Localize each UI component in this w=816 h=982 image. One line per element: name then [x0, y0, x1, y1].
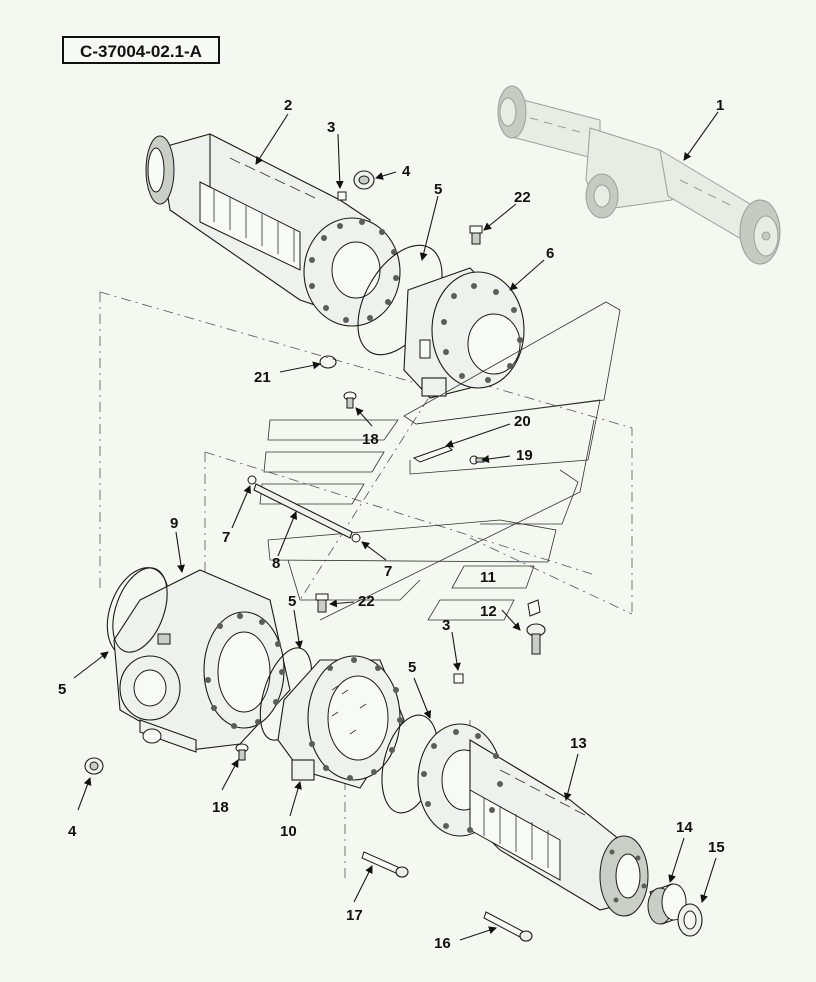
callout-15: 15 [708, 839, 725, 856]
callout-5-left: 5 [58, 681, 66, 698]
plug-4-bottom [84, 757, 104, 775]
differential-housing-9 [106, 567, 291, 753]
callout-3-bottom: 3 [442, 617, 450, 634]
callout-4-bottom: 4 [68, 823, 77, 840]
callout-19: 19 [516, 447, 533, 464]
callout-17: 17 [346, 907, 363, 924]
callout-8: 8 [272, 555, 280, 572]
axle-housing-13 [417, 723, 649, 917]
leader-lines [73, 111, 719, 941]
bolt-16 [483, 911, 533, 942]
plug-3-bottom [453, 673, 464, 684]
callout-16: 16 [434, 935, 451, 952]
washer-15 [677, 903, 703, 937]
callout-22-top: 22 [514, 189, 531, 206]
callout-18-bottom: 18 [212, 799, 229, 816]
callout-4-top: 4 [402, 163, 411, 180]
axle-assembly-1 [497, 85, 781, 265]
parts-ladder-outline [259, 301, 621, 621]
callout-10: 10 [280, 823, 297, 840]
callout-7-left: 7 [222, 529, 230, 546]
pin-7-right [351, 533, 361, 543]
bolt-18-top [343, 391, 357, 409]
callout-12: 12 [480, 603, 497, 620]
callout-5-right: 5 [408, 659, 416, 676]
callout-6: 6 [546, 245, 554, 262]
callout-18-top: 18 [362, 431, 379, 448]
callout-9: 9 [170, 515, 178, 532]
callout-22-mid: 22 [358, 593, 375, 610]
carrier-housing-10 [277, 655, 405, 789]
plug-3-top [337, 191, 347, 201]
callout-5-mid: 5 [288, 593, 296, 610]
lock-plate-20 [412, 445, 453, 463]
o-ring-5-left [112, 567, 168, 653]
bolt-17 [361, 851, 409, 878]
callout-20: 20 [514, 413, 531, 430]
callout-11: 11 [480, 569, 496, 586]
screw-19 [469, 455, 485, 465]
fitting-11 [527, 599, 541, 617]
screw-22-mid [315, 593, 329, 613]
callout-14: 14 [676, 819, 693, 836]
screw-22-top [469, 225, 483, 245]
bolt-12 [526, 623, 546, 655]
callout-3-top: 3 [327, 119, 335, 136]
callout-1: 1 [716, 97, 724, 114]
callout-21: 21 [254, 369, 271, 386]
callout-5-top: 5 [434, 181, 442, 198]
callout-13: 13 [570, 735, 587, 752]
figure-id-label: C-37004-02.1-A [62, 36, 220, 64]
callouts: 1 2 3 4 5 22 6 21 18 20 19 7 8 7 9 11 5 … [58, 97, 725, 952]
axle-housing-2 [145, 133, 401, 327]
carrier-housing-6 [403, 267, 525, 399]
plug-4-top [353, 170, 375, 190]
callout-2: 2 [284, 97, 292, 114]
callout-7-right: 7 [384, 563, 392, 580]
o-ring-21 [319, 355, 337, 369]
shaft-8 [253, 483, 353, 539]
bolt-18-bottom [235, 743, 249, 761]
center-lines [99, 291, 633, 880]
pin-7-left [247, 475, 257, 485]
